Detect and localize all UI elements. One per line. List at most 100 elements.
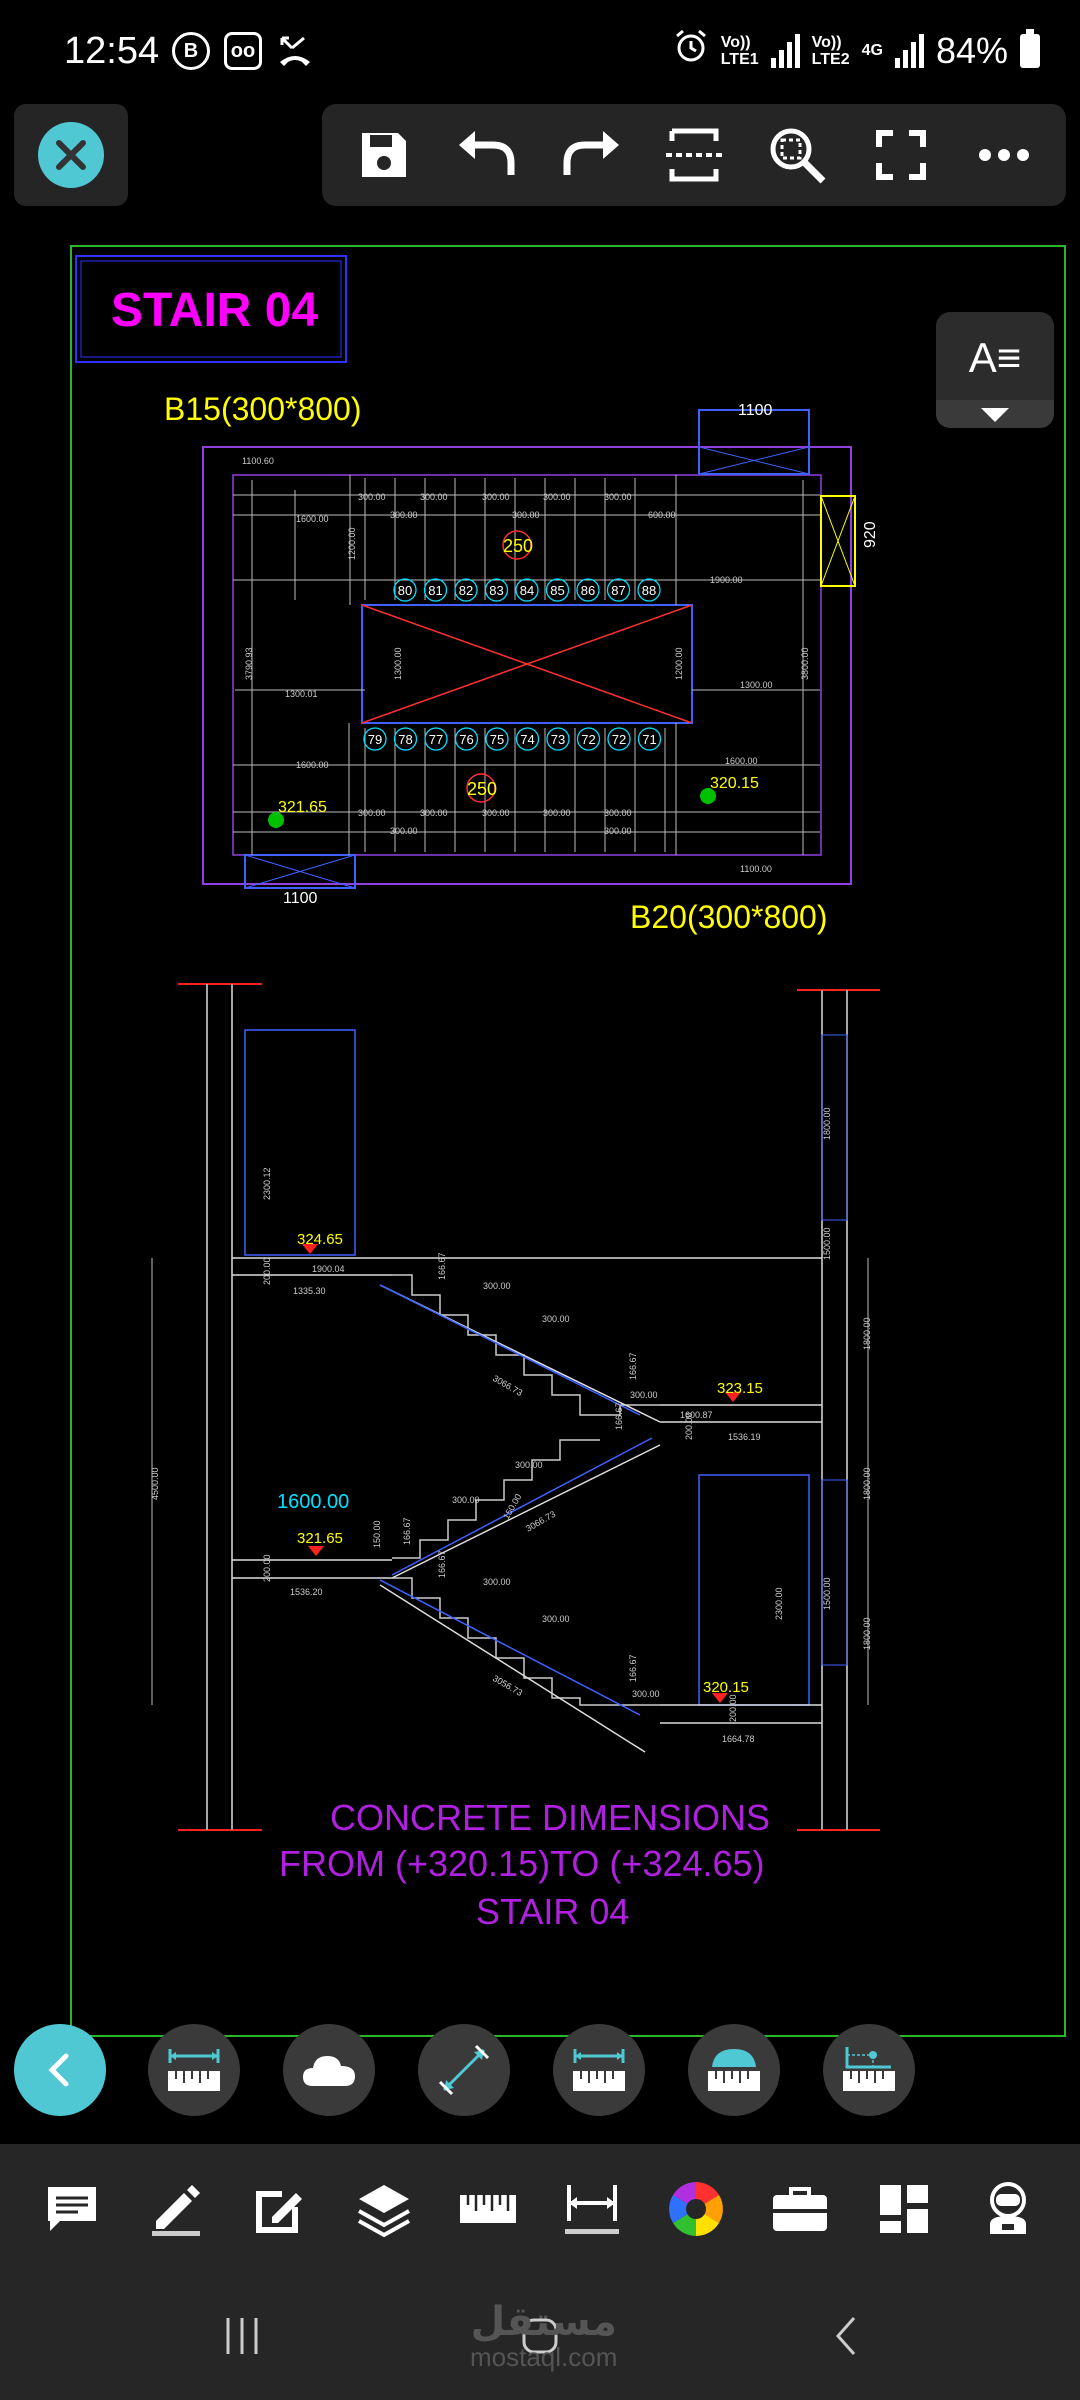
text-style-dropdown[interactable]: [936, 400, 1054, 428]
plan-elev-321: 321.65: [278, 799, 327, 816]
section-button[interactable]: [658, 119, 730, 191]
area-measure-button[interactable]: [688, 2024, 780, 2116]
svg-text:1100.60: 1100.60: [242, 456, 274, 466]
svg-text:300.00: 300.00: [358, 808, 386, 818]
tread-number: 71: [642, 732, 656, 747]
ruler-button[interactable]: [452, 2173, 524, 2245]
tread-number: 88: [642, 583, 656, 598]
aligned-measure-button[interactable]: [418, 2024, 510, 2116]
astronaut-button[interactable]: [972, 2173, 1044, 2245]
tread-circle: [545, 578, 570, 602]
zoom-fit-button[interactable]: [761, 119, 833, 191]
cloud-markup-button[interactable]: [283, 2024, 375, 2116]
tread-number: 79: [368, 732, 382, 747]
missed-call-icon: [276, 32, 314, 70]
svg-text:166.67: 166.67: [628, 1654, 638, 1682]
status-time: 12:54: [64, 30, 160, 72]
close-button-container: [14, 104, 128, 206]
linear-measure-button[interactable]: [148, 2024, 240, 2116]
recent-apps-button[interactable]: [220, 2314, 264, 2358]
beam-top-label: B15(300*800): [164, 391, 361, 427]
tread-circle: [606, 578, 631, 602]
title-box: [75, 255, 347, 363]
dimension-icon: [565, 2185, 619, 2234]
svg-text:600.00: 600.00: [648, 510, 676, 520]
svg-text:1800.00: 1800.00: [862, 1617, 872, 1650]
svg-text:1100: 1100: [738, 402, 773, 419]
status-right: Vo))LTE1 Vo))LTE2 4G 84%: [673, 28, 1040, 73]
drawing-canvas[interactable]: STAIR 04 B15(300*800) B20(300*800) 1100 …: [0, 230, 1080, 2050]
svg-text:300.00: 300.00: [420, 492, 448, 502]
svg-text:300.00: 300.00: [604, 826, 632, 836]
save-button[interactable]: [348, 119, 420, 191]
more-button[interactable]: [968, 119, 1040, 191]
svg-text:300.00: 300.00: [420, 808, 448, 818]
tread-circle: [393, 578, 417, 602]
section-elev-321: 321.65: [297, 1530, 343, 1547]
svg-text:1200.00: 1200.00: [674, 647, 684, 680]
toolbox-button[interactable]: [764, 2173, 836, 2245]
linear-measure-2-button[interactable]: [553, 2024, 645, 2116]
svg-text:4500.00: 4500.00: [150, 1467, 160, 1500]
chevron-down-icon: [981, 408, 1009, 422]
b-icon: B: [172, 32, 210, 70]
svg-text:200.00: 200.00: [684, 1412, 694, 1440]
svg-text:300.00: 300.00: [604, 808, 632, 818]
redo-button[interactable]: [555, 119, 627, 191]
tread-circle: [363, 727, 387, 751]
svg-text:1900.00: 1900.00: [710, 575, 743, 585]
svg-text:300.00: 300.00: [390, 826, 418, 836]
save-icon: [361, 133, 406, 177]
home-button[interactable]: [518, 2314, 562, 2358]
aligned-measure-icon: [438, 2044, 490, 2096]
svg-text:300.00: 300.00: [543, 492, 571, 502]
color-button[interactable]: [660, 2173, 732, 2245]
tread-circle: [454, 727, 479, 751]
edit-button[interactable]: [244, 2173, 316, 2245]
svg-text:1600.00: 1600.00: [725, 756, 758, 766]
more-icon: [979, 149, 1030, 161]
linear-measure-icon: [168, 2049, 220, 2091]
close-button[interactable]: [38, 122, 104, 188]
tread-number: 77: [429, 732, 443, 747]
collapse-tools-button[interactable]: [14, 2024, 106, 2116]
dimension-button[interactable]: [556, 2173, 628, 2245]
tread-number: 85: [550, 583, 564, 598]
tread-circle: [546, 727, 570, 751]
tread-circle: [515, 727, 540, 751]
status-left-icons: B oo: [172, 32, 314, 70]
tread-circle: [485, 727, 509, 751]
status-bar: 12:54 B oo Vo))LTE1 Vo))LTE2 4G 84%: [0, 0, 1080, 100]
caption-line-1: CONCRETE DIMENSIONS: [330, 1797, 770, 1838]
text-style-button[interactable]: A≡: [936, 312, 1054, 428]
linear-measure-2-icon: [573, 2049, 625, 2091]
pencil-icon: [152, 2185, 200, 2236]
svg-text:300.00: 300.00: [483, 1577, 511, 1587]
svg-text:166.67: 166.67: [614, 1402, 624, 1430]
undo-button[interactable]: [451, 119, 523, 191]
grid-button[interactable]: [868, 2173, 940, 2245]
pencil-button[interactable]: [140, 2173, 212, 2245]
alarm-icon: [673, 28, 709, 73]
svg-text:300.00: 300.00: [390, 510, 418, 520]
tread-circle: [607, 727, 631, 751]
fullscreen-button[interactable]: [865, 119, 937, 191]
tread-number: 73: [551, 732, 565, 747]
tread-number: 72: [581, 732, 595, 747]
layers-button[interactable]: [348, 2173, 420, 2245]
svg-text:1536.19: 1536.19: [728, 1432, 761, 1442]
tread-circle: [637, 727, 662, 751]
coordinate-measure-button[interactable]: [823, 2024, 915, 2116]
caption-line-3: STAIR 04: [476, 1891, 629, 1932]
section-icon: [665, 128, 722, 182]
section-dim-1600: 1600.00: [277, 1491, 349, 1513]
back-nav-icon: [835, 2317, 856, 2355]
svg-text:300.00: 300.00: [542, 1614, 570, 1624]
back-button[interactable]: [826, 2314, 870, 2358]
comment-button[interactable]: [36, 2173, 108, 2245]
tread-number: 81: [428, 583, 442, 598]
svg-text:300.00: 300.00: [604, 492, 632, 502]
tread-number: 82: [459, 583, 473, 598]
tread-number: 72: [612, 732, 626, 747]
recent-apps-icon: [226, 2318, 258, 2354]
